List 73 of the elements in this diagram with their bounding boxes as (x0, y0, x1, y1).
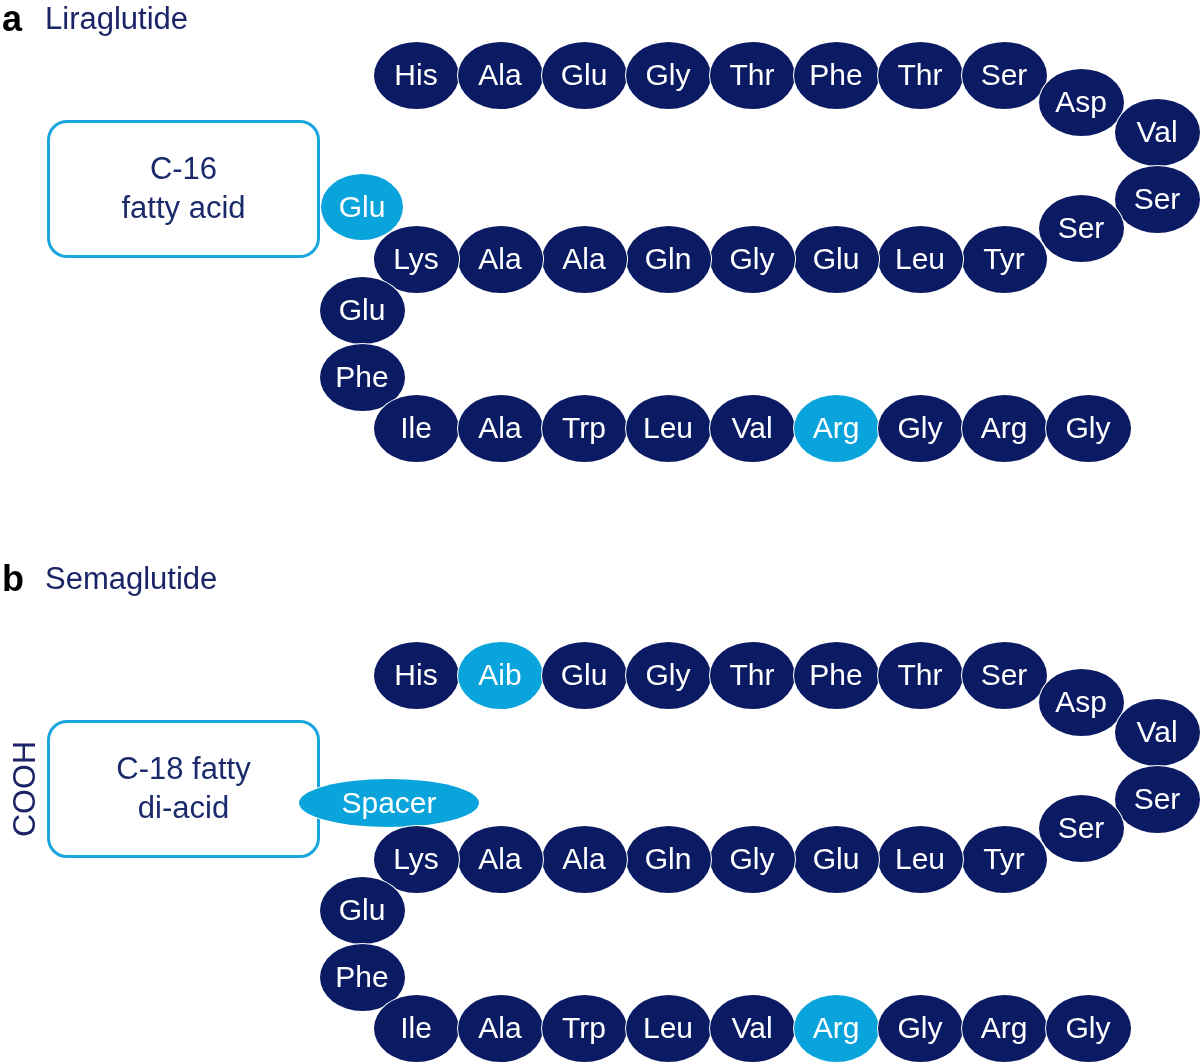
panel-letter: b (2, 561, 24, 597)
residue-label: Asp (1055, 87, 1107, 117)
residue-label: Ser (1057, 213, 1105, 243)
box-label: C-16 fatty acid (120, 150, 247, 227)
residue-label: Gln (644, 844, 692, 874)
side-label: COOH (8, 741, 40, 837)
residue-label: Gly (1065, 413, 1111, 443)
residue-label: Phe (335, 362, 389, 392)
residue-label: Glu (560, 60, 608, 90)
residue-label: Glu (560, 660, 608, 690)
residue-label: Glu (812, 844, 860, 874)
residue-label: Arg (812, 413, 860, 443)
residue-label: Glu (338, 192, 386, 222)
residue-label: Ala (478, 844, 522, 874)
residue-label: Arg (980, 413, 1028, 443)
residue-label: Phe (335, 962, 389, 992)
residue-label: Gly (729, 844, 775, 874)
side-chain-box (47, 720, 320, 858)
residue-label: Arg (812, 1013, 860, 1043)
residue-label: His (394, 60, 438, 90)
residue-label: Gly (1065, 1013, 1111, 1043)
residue-label: Ile (400, 1013, 432, 1043)
residue-label: Tyr (983, 244, 1025, 274)
residue-label: Arg (980, 1013, 1028, 1043)
residue-label: Phe (809, 660, 863, 690)
panel-letter: a (2, 1, 23, 37)
residue-label: Thr (897, 660, 943, 690)
residue-label: Ser (980, 60, 1028, 90)
residue-label: His (394, 660, 438, 690)
residue-label: Tyr (983, 844, 1025, 874)
residue-label: Ala (562, 844, 606, 874)
residue-label: Phe (809, 60, 863, 90)
linker-label: Spacer (341, 788, 437, 818)
residue-label: Leu (642, 1013, 694, 1043)
residue-label: Gly (645, 60, 691, 90)
residue-label: Ser (1133, 784, 1181, 814)
residue-label: Glu (812, 244, 860, 274)
residue-label: Gly (897, 413, 943, 443)
residue-label: Ala (478, 60, 522, 90)
residue-label: Ile (400, 413, 432, 443)
residue-label: Gly (897, 1013, 943, 1043)
residue-label: Glu (338, 895, 386, 925)
residue-label: Ala (478, 244, 522, 274)
residue-label: Ala (478, 1013, 522, 1043)
residue-label: Lys (393, 844, 439, 874)
residue-label: Ala (478, 413, 522, 443)
residue-label: Thr (729, 60, 775, 90)
residue-label: Val (731, 413, 773, 443)
residue-label: Leu (894, 244, 946, 274)
residue-label: Gly (645, 660, 691, 690)
residue-label: Aib (478, 660, 522, 690)
residue-label: Val (731, 1013, 773, 1043)
residue-label: Ser (1133, 184, 1181, 214)
residue-label: Leu (894, 844, 946, 874)
residue-label: Asp (1055, 687, 1107, 717)
residue-label: Leu (642, 413, 694, 443)
residue-label: Ala (562, 244, 606, 274)
residue-label: Ser (1057, 813, 1105, 843)
residue-label: Gln (644, 244, 692, 274)
residue-label: Val (1136, 117, 1178, 147)
panel-title: Semaglutide (45, 563, 218, 594)
side-chain-box (47, 120, 320, 258)
residue-label: Thr (897, 60, 943, 90)
panel-title: Liraglutide (45, 3, 189, 34)
residue-label: Trp (562, 1013, 606, 1043)
residue-label: Gly (729, 244, 775, 274)
residue-label: Val (1136, 717, 1178, 747)
box-label: C-18 fatty di-acid (115, 750, 252, 827)
residue-label: Trp (562, 413, 606, 443)
residue-label: Lys (393, 244, 439, 274)
residue-label: Glu (338, 295, 386, 325)
residue-label: Thr (729, 660, 775, 690)
residue-label: Ser (980, 660, 1028, 690)
